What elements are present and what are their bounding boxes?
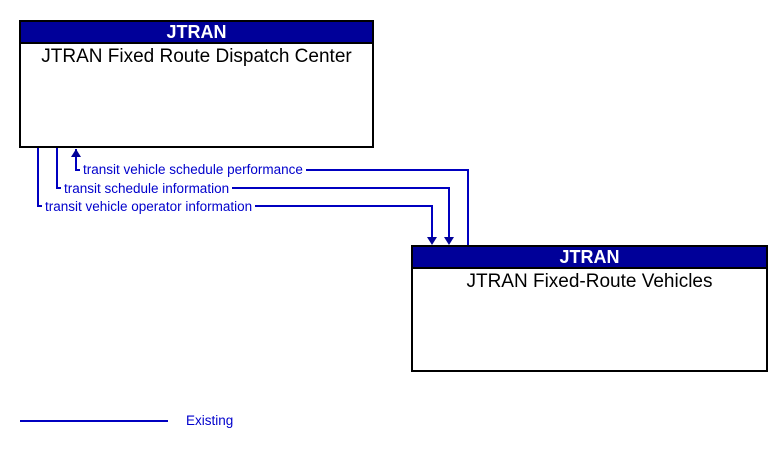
flow-performance-right-segment — [467, 169, 469, 245]
flow-label-transit-vehicle-operator-information: transit vehicle operator information — [42, 198, 256, 214]
entity-box-dispatch-center: JTRAN JTRAN Fixed Route Dispatch Center — [19, 20, 374, 148]
flow-operator-right-segment — [431, 205, 433, 238]
flow-schedule-arrowhead-down-icon — [444, 237, 454, 245]
entity-title-fixed-route-vehicles: JTRAN Fixed-Route Vehicles — [466, 271, 713, 292]
flow-schedule-left-segment — [56, 148, 58, 189]
flow-label-transit-vehicle-schedule-performance: transit vehicle schedule performance — [80, 162, 306, 177]
flow-schedule-horizontal-segment — [56, 187, 450, 189]
legend-existing-label: Existing — [186, 413, 234, 428]
entity-box-fixed-route-vehicles: JTRAN JTRAN Fixed-Route Vehicles — [411, 245, 768, 372]
flow-operator-left-segment — [37, 148, 39, 207]
flow-performance-left-segment — [75, 149, 77, 171]
flow-performance-arrowhead-up-icon — [71, 149, 81, 157]
flow-schedule-right-segment — [448, 187, 450, 238]
flow-operator-arrowhead-down-icon — [427, 237, 437, 245]
entity-title-dispatch-center: JTRAN Fixed Route Dispatch Center — [41, 46, 352, 67]
legend-existing-line — [20, 420, 168, 422]
flow-label-transit-schedule-information: transit schedule information — [61, 180, 233, 196]
entity-header-dispatch-center: JTRAN — [21, 22, 372, 44]
entity-header-fixed-route-vehicles: JTRAN — [413, 247, 766, 269]
